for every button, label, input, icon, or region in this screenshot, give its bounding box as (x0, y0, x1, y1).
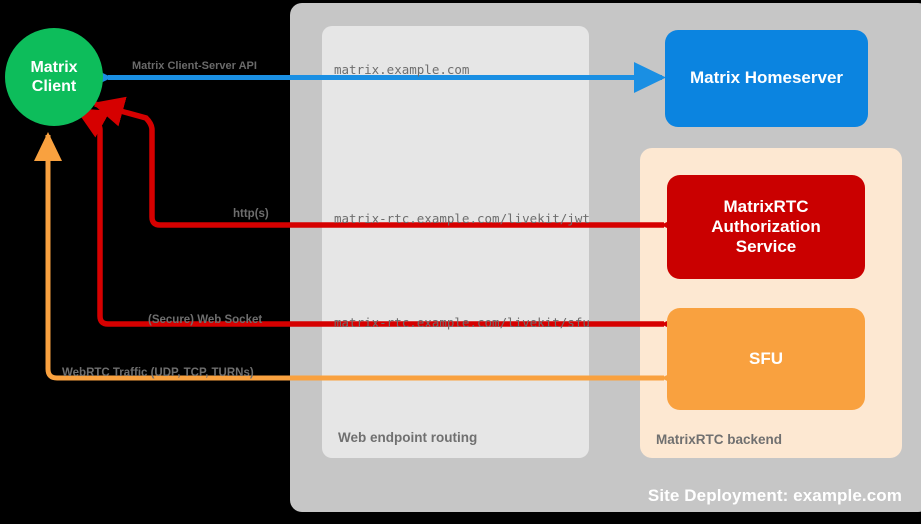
connector-webrtc-traffic (34, 131, 690, 392)
site-deployment-label: Site Deployment: example.com (647, 486, 902, 505)
auth-label-line1: MatrixRTC (723, 196, 809, 216)
matrix-client-node[interactable]: Matrix Client (5, 28, 103, 126)
matrixrtc-authorization-service-node[interactable]: MatrixRTC Authorization Service (667, 175, 865, 279)
matrix-homeserver-node[interactable]: Matrix Homeserver (665, 30, 868, 127)
connector-http-auth (91, 96, 693, 241)
endpoint-url-livekit-jwt: matrix-rtc.example.com/livekit/jwt (334, 211, 590, 226)
edge-label-matrix-client-server-api: Matrix Client-Server API (132, 60, 257, 72)
endpoint-url-matrix: matrix.example.com (334, 62, 470, 77)
endpoint-url-livekit-sfu: matrix-rtc.example.com/livekit/sfu (334, 315, 590, 330)
sfu-node[interactable]: SFU (667, 308, 865, 410)
edge-label-webrtc-traffic: WebRTC Traffic (UDP, TCP, TURNs) (62, 367, 254, 379)
matrix-client-label-line2: Client (31, 78, 77, 95)
edge-label-http: http(s) (233, 208, 269, 220)
matrixrtc-backend-label: MatrixRTC backend (656, 432, 783, 447)
auth-label-line3: Service (735, 237, 797, 257)
web-endpoint-routing-label: Web endpoint routing (338, 430, 478, 445)
matrix-client-label-line1: Matrix (30, 58, 78, 76)
matrix-homeserver-label: Matrix Homeserver (689, 68, 844, 88)
sfu-label: SFU (749, 348, 783, 368)
edge-label-secure-web-socket: (Secure) Web Socket (148, 314, 263, 326)
auth-label-line2: Authorization (711, 216, 821, 236)
